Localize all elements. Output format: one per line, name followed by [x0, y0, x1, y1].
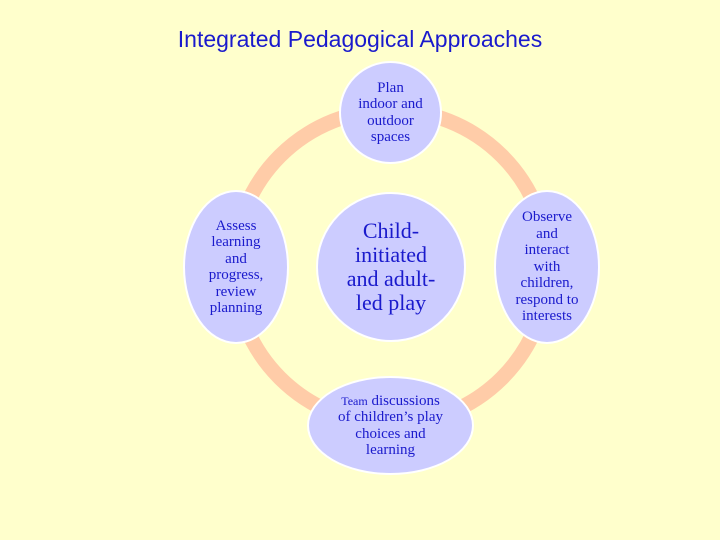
cycle-node-observe: Observe and interact with children, resp… — [494, 190, 600, 344]
cycle-node-plan: Plan indoor and outdoor spaces — [339, 61, 442, 164]
cycle-node-assess: Assess learning and progress, review pla… — [183, 190, 289, 344]
page-title: Integrated Pedagogical Approaches — [177, 26, 543, 52]
node-label: Plan indoor and outdoor spaces — [358, 79, 423, 146]
node-label: Assess learning and progress, review pla… — [208, 217, 264, 317]
node-label-prefix: Team — [341, 393, 368, 408]
node-label-rest: discussions of children’s play choices a… — [338, 392, 443, 459]
cycle-node-team-discussions: Team discussions of children’s play choi… — [307, 376, 474, 475]
node-label: Observe and interact with children, resp… — [515, 209, 579, 325]
center-label: Child- initiated and adult- led play — [346, 218, 436, 315]
center-node-play: Child- initiated and adult- led play — [316, 192, 466, 342]
node-label: Team discussions of children’s play choi… — [338, 393, 443, 459]
